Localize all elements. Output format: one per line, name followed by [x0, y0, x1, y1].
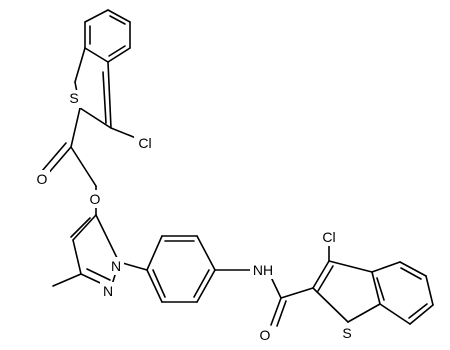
bond-ester-o — [70, 146, 97, 187]
top-thiophene-ring — [74, 47, 112, 129]
bond-carbonyl-o — [45, 146, 72, 177]
label-nitrogen-1: N — [111, 258, 121, 274]
bond-amide-c2 — [280, 287, 314, 299]
label-oxygen-ester: O — [90, 191, 101, 207]
label-chlorine-top: Cl — [138, 135, 151, 151]
label-oxygen-carbonyl: O — [37, 171, 48, 187]
label-chlorine-bottom: Cl — [322, 229, 335, 245]
label-sulfur-bottom: S — [342, 325, 351, 341]
label-amine-nh: NH — [253, 262, 273, 278]
bottom-benzene-ring — [371, 261, 434, 325]
bond-amide-o — [270, 297, 282, 326]
label-oxygen-amide: O — [260, 327, 271, 343]
atom-labels: S Cl O O N N NH Cl O S — [34, 90, 354, 344]
pyrazole-ring — [70, 214, 120, 289]
central-phenyl-ring — [146, 235, 216, 303]
bottom-thiophene-ring — [312, 260, 381, 323]
bond-methyl — [52, 273, 82, 287]
bond-c2-carbonyl — [70, 107, 81, 148]
top-benzene-ring — [84, 9, 131, 63]
label-sulfur-top: S — [69, 90, 78, 106]
bond-c3-cl — [110, 127, 137, 139]
label-nitrogen-2: N — [103, 283, 113, 299]
